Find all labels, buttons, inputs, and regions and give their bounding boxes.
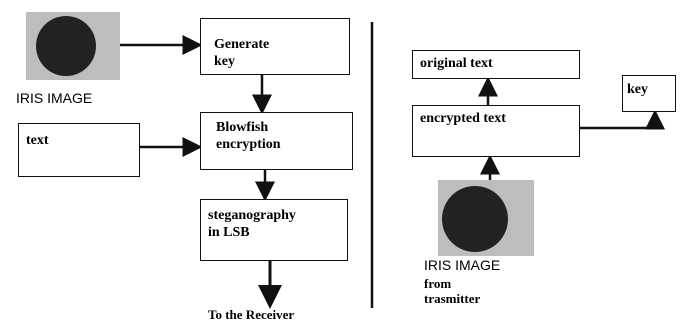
key-label: key: [627, 82, 648, 97]
original-text-box: [412, 50, 580, 79]
sender-iris-image: [26, 12, 120, 80]
original-text-label: original text: [420, 56, 493, 71]
encrypted-text-box: [412, 105, 580, 157]
to-receiver-label: To the Receiver: [208, 307, 295, 322]
receiver-iris-image: [438, 180, 534, 256]
from-transmitter-label: from trasmitter: [424, 276, 481, 306]
iris-pupil-icon: [442, 186, 508, 252]
blowfish-label: Blowfish encryption: [216, 120, 281, 152]
receiver-iris-caption: IRIS IMAGE: [424, 257, 501, 273]
iris-pupil-icon: [36, 16, 96, 76]
key-box: [622, 75, 676, 112]
text-box: [18, 123, 140, 177]
blowfish-box: [200, 112, 353, 170]
arrow-encrypted-to-key: [580, 109, 665, 130]
encrypted-text-label: encrypted text: [420, 111, 506, 126]
stego-label: steganography in LSB: [208, 208, 296, 240]
generate-key-label: Generate key: [214, 37, 270, 69]
generate-key-box: [200, 18, 350, 75]
sender-iris-caption: IRIS IMAGE: [16, 90, 93, 106]
stego-box: [200, 199, 348, 261]
text-label: text: [26, 133, 49, 148]
